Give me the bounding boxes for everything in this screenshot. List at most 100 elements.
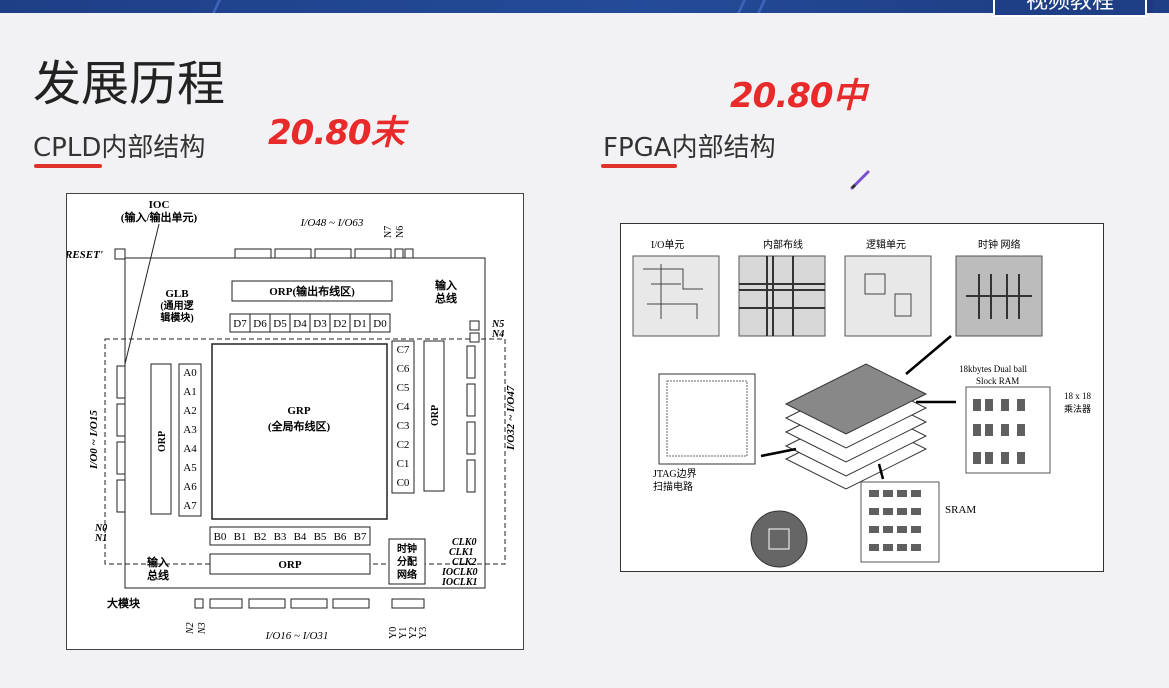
n0-label: N0 bbox=[94, 523, 107, 534]
cpld-underline bbox=[34, 164, 102, 168]
sram-label: SRAM bbox=[945, 504, 976, 516]
a-cell: A1 bbox=[183, 386, 196, 398]
handwritten-annotation-right: 20.80中 bbox=[730, 76, 867, 116]
clk-label: IOCLK0 bbox=[441, 567, 478, 578]
d-cell: D4 bbox=[293, 318, 307, 330]
clk-label: CLK1 bbox=[449, 547, 473, 558]
io-top-label: I/O48 ~ I/O63 bbox=[300, 217, 364, 229]
c-cell: C7 bbox=[397, 344, 410, 356]
a-cell: A5 bbox=[183, 462, 197, 474]
glb-sub1: (通用逻 bbox=[160, 300, 194, 312]
clock-net-thumb bbox=[955, 255, 1043, 337]
b-cell: B1 bbox=[234, 531, 247, 543]
c-cell: C4 bbox=[397, 401, 410, 413]
grp-sub-label: (全局布线区) bbox=[268, 419, 331, 433]
logic-unit-thumb bbox=[844, 255, 932, 337]
b-cell: B6 bbox=[334, 531, 347, 543]
a-cell: A0 bbox=[183, 367, 197, 379]
arrows bbox=[760, 335, 956, 480]
io-unit-thumb bbox=[632, 255, 720, 337]
input-bus-left: 输入 bbox=[147, 555, 169, 569]
io-left-label: I/O0 ~ I/O15 bbox=[88, 410, 100, 470]
ioc-sub-label: (输入/输出单元) bbox=[121, 210, 198, 224]
c-cell: C5 bbox=[397, 382, 410, 394]
n7-label: N7 bbox=[383, 226, 394, 238]
fpga-chip-stack bbox=[784, 363, 928, 490]
slide-title: 发展历程 bbox=[33, 56, 226, 112]
clock-label: 时钟 bbox=[397, 542, 417, 555]
a-cell: A2 bbox=[183, 405, 196, 417]
fpga-clock-label: 时钟 网络 bbox=[978, 238, 1021, 251]
fpga-routing-label: 内部布线 bbox=[763, 238, 803, 251]
header-stripe bbox=[736, 0, 747, 13]
video-tutorial-badge[interactable]: 视频教程 bbox=[993, 0, 1147, 17]
clock-label: 分配 bbox=[397, 555, 417, 568]
c-cells: C7 C6 C5 C4 C3 C2 C1 C0 bbox=[391, 340, 415, 494]
b-cell: B2 bbox=[254, 531, 267, 543]
a-cell: A7 bbox=[183, 500, 197, 512]
fpga-io-unit-label: I/O单元 bbox=[651, 239, 684, 251]
d-cells: D7 D6 D5 D4 D3 D2 D1 D0 bbox=[229, 313, 391, 333]
orp-right-label: ORP bbox=[430, 405, 441, 426]
b-cell: B3 bbox=[274, 531, 287, 543]
fpga-logic-label: 逻辑单元 bbox=[866, 238, 906, 251]
cpld-label: CPLD内部结构 bbox=[33, 133, 206, 163]
y-label: Y3 bbox=[418, 627, 429, 639]
ram-label-1: 18kbytes Dual ball bbox=[959, 364, 1027, 374]
clock-label: 网络 bbox=[397, 568, 417, 581]
orp-left-label: ORP bbox=[157, 431, 168, 452]
bottom-io-pins bbox=[194, 598, 425, 609]
grp-label: GRP bbox=[287, 405, 311, 417]
d-cell: D2 bbox=[333, 318, 346, 330]
a-cells: A0 A1 A2 A3 A4 A5 A6 A7 bbox=[178, 363, 202, 517]
y-label: Y1 bbox=[398, 627, 409, 639]
ram-label-2: Slock RAM bbox=[976, 376, 1019, 386]
orp-bottom-label: ORP bbox=[278, 559, 302, 571]
d-cell: D1 bbox=[353, 318, 366, 330]
mult-label-2: 乘法器 bbox=[1064, 403, 1091, 414]
b-cell: B4 bbox=[294, 531, 307, 543]
n1-label: N1 bbox=[94, 533, 107, 544]
glb-sub2: 辑模块) bbox=[160, 311, 193, 324]
d-cell: D0 bbox=[373, 318, 387, 330]
circuit-circle bbox=[750, 510, 808, 568]
header-tail bbox=[1153, 0, 1169, 13]
clk-label: IOCLK1 bbox=[441, 577, 478, 588]
a-cell: A4 bbox=[183, 443, 197, 455]
y-label: Y0 bbox=[388, 627, 399, 639]
io-bottom-label: I/O16 ~ I/O31 bbox=[265, 630, 329, 642]
c-cell: C2 bbox=[397, 439, 410, 451]
input-bus-left-2: 总线 bbox=[147, 568, 169, 582]
header-stripe bbox=[756, 0, 767, 13]
a-cell: A3 bbox=[183, 424, 197, 436]
c-cell: C0 bbox=[397, 477, 410, 489]
big-module-label: 大模块 bbox=[107, 596, 141, 610]
side-io-pins bbox=[116, 345, 476, 513]
ioc-label: IOC bbox=[149, 199, 170, 211]
input-bus-right: 输入 bbox=[435, 278, 457, 292]
io-right-label: I/O32 ~ I/O47 bbox=[505, 385, 517, 451]
header-bar bbox=[0, 0, 1169, 13]
cpld-diagram: IOC (输入/输出单元) I/O48 ~ I/O63 RESET' N7 N6… bbox=[64, 193, 524, 650]
d-cell: D5 bbox=[273, 318, 287, 330]
b-cell: B7 bbox=[354, 531, 367, 543]
n3-label: N3 bbox=[197, 622, 208, 635]
glb-label: GLB bbox=[165, 288, 189, 300]
fpga-underline bbox=[601, 164, 677, 168]
sram-grid bbox=[869, 490, 921, 551]
jtag-label-1: JTAG边界 bbox=[653, 468, 697, 480]
clk-label: CLK2 bbox=[452, 557, 476, 568]
mult-label-1: 18 x 18 bbox=[1064, 391, 1092, 401]
orp-top-label: ORP(输出布线区) bbox=[269, 284, 355, 298]
pencil-icon[interactable] bbox=[850, 170, 870, 190]
fpga-diagram: I/O单元 内部布线 逻辑单元 时钟 网络 JTAG边界 扫描电路 18kbyt… bbox=[620, 223, 1104, 572]
clk-label: CLK0 bbox=[452, 537, 476, 548]
y-label: Y2 bbox=[408, 627, 419, 639]
n5-label: N5 bbox=[491, 319, 504, 330]
n6-label: N6 bbox=[395, 226, 406, 238]
a-cell: A6 bbox=[183, 481, 197, 493]
n4-label: N4 bbox=[491, 329, 504, 340]
c-cell: C3 bbox=[397, 420, 410, 432]
fpga-label: FPGA内部结构 bbox=[603, 133, 776, 163]
reset-label: RESET' bbox=[67, 249, 103, 261]
